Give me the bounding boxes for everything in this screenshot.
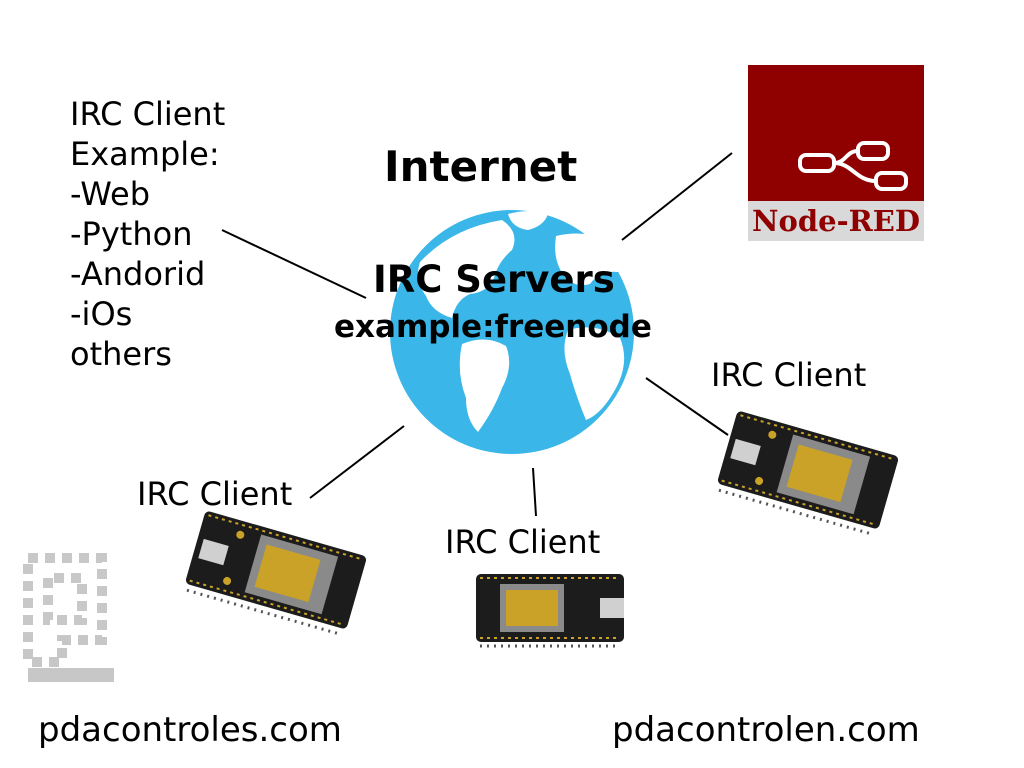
footer-right-url: pdacontrolen.com <box>612 710 920 750</box>
node-red-flow-icon <box>748 65 924 241</box>
line-node-red <box>621 152 733 241</box>
list-item: -iOs <box>70 295 133 333</box>
nodemcu-board-icon-left <box>185 511 367 636</box>
irc-client-right-label: IRC Client <box>711 356 867 394</box>
irc-client-left-label: IRC Client <box>137 475 293 513</box>
list-item: -Python <box>70 215 193 253</box>
list-item: IRC Client <box>70 95 226 133</box>
line-left-list <box>221 229 367 299</box>
nodemcu-board-icon-bottom <box>476 574 624 648</box>
irc-servers-label: IRC Servers <box>373 258 615 301</box>
line-client-left <box>309 425 405 499</box>
irc-client-bottom-label: IRC Client <box>445 523 601 561</box>
list-item: others <box>70 335 172 373</box>
footer-left-url: pdacontroles.com <box>38 710 342 750</box>
list-item: -Andorid <box>70 255 206 293</box>
node-red-logo: Node-RED <box>748 65 924 241</box>
list-item: -Web <box>70 175 151 213</box>
line-client-right <box>645 377 729 436</box>
nodemcu-board-icon-right <box>717 411 899 536</box>
client-example-list: IRC Client Example: -Web -Python -Andori… <box>70 94 225 374</box>
line-client-bottom <box>532 467 537 517</box>
internet-title: Internet <box>384 142 578 191</box>
list-item: Example: <box>70 135 220 173</box>
node-red-label: Node-RED <box>752 204 920 238</box>
irc-servers-example: example:freenode <box>334 309 652 345</box>
